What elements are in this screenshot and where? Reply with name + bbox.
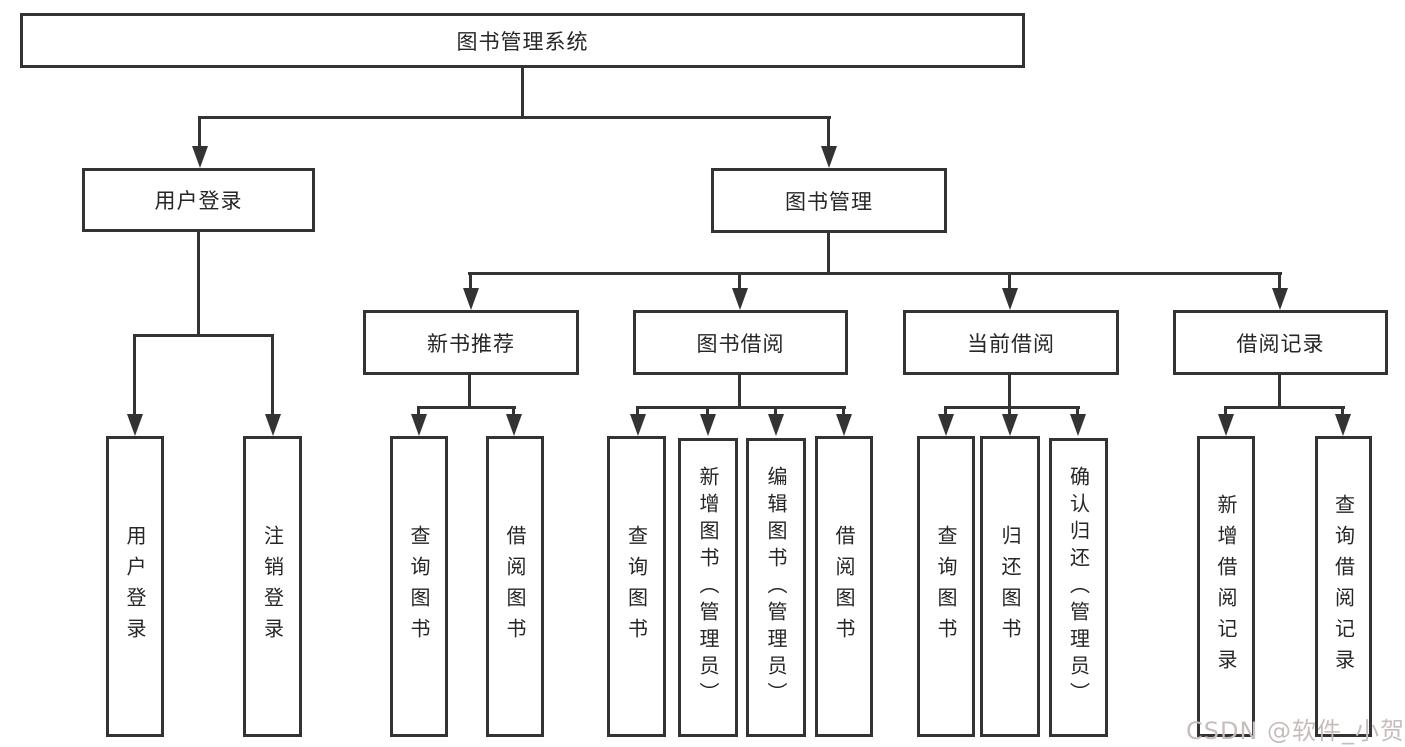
arrow-down-icon — [1272, 288, 1288, 310]
connector-line — [133, 334, 274, 337]
connector-line — [1224, 406, 1345, 409]
leaf-label: 确认归还（管理员） — [1066, 466, 1091, 709]
connector-line — [468, 374, 471, 409]
leaf-borrowing-query-books: 查询图书 — [607, 436, 666, 737]
connector-line — [469, 272, 472, 290]
node-book-borrowing: 图书借阅 — [633, 310, 848, 375]
connector-line — [1008, 272, 1011, 290]
connector-line — [512, 406, 515, 416]
connector-line — [827, 233, 830, 275]
connector-line — [417, 406, 516, 409]
leaf-label: 新增图书（管理员） — [696, 466, 720, 709]
node-new-book-recommendation: 新书推荐 — [363, 310, 579, 375]
leaf-label: 编辑图书（管理员） — [764, 466, 788, 709]
node-library-management-system: 图书管理系统 — [20, 13, 1025, 68]
connector-line — [827, 116, 830, 148]
leaf-label: 归还图书 — [998, 524, 1022, 649]
node-label: 新书推荐 — [427, 331, 515, 356]
leaf-records-query-borrow-record: 查询借阅记录 — [1315, 436, 1372, 737]
node-user-login: 用户登录 — [82, 168, 315, 232]
leaf-label: 用户登录 — [123, 524, 147, 649]
node-label: 借阅记录 — [1236, 331, 1325, 356]
connector-line — [468, 272, 1282, 275]
connector-line — [197, 232, 200, 336]
arrow-down-icon — [630, 414, 646, 436]
node-book-management: 图书管理 — [711, 168, 947, 233]
arrow-down-icon — [1002, 414, 1018, 436]
arrow-down-icon — [265, 414, 281, 436]
node-label: 图书管理 — [785, 189, 873, 214]
leaf-current-query-books: 查询图书 — [917, 436, 975, 737]
leaf-user-login: 用户登录 — [106, 436, 164, 737]
connector-line — [271, 334, 274, 416]
arrow-down-icon — [127, 414, 143, 436]
arrow-down-icon — [938, 414, 954, 436]
node-label: 图书管理系统 — [456, 29, 589, 54]
leaf-borrowing-edit-books-admin: 编辑图书（管理员） — [746, 438, 806, 737]
node-label: 用户登录 — [154, 189, 243, 213]
connector-line — [738, 272, 741, 290]
leaf-borrowing-borrow-books: 借阅图书 — [815, 436, 873, 737]
node-label: 图书借阅 — [696, 331, 785, 356]
arrow-down-icon — [1335, 414, 1351, 436]
arrow-down-icon — [732, 288, 748, 310]
connector-line — [636, 406, 846, 409]
connector-line — [706, 406, 709, 416]
leaf-current-confirm-return-admin: 确认归还（管理员） — [1049, 438, 1108, 737]
node-label: 当前借阅 — [967, 331, 1055, 356]
leaf-borrowing-add-books-admin: 新增图书（管理员） — [678, 438, 738, 737]
connector-line — [1341, 406, 1344, 416]
arrow-down-icon — [821, 146, 837, 168]
arrow-down-icon — [506, 414, 522, 436]
connector-line — [133, 334, 136, 416]
connector-line — [417, 406, 420, 416]
leaf-label: 借阅图书 — [503, 524, 527, 649]
connector-line — [944, 406, 947, 416]
arrow-down-icon — [700, 414, 716, 436]
connector-line — [521, 68, 524, 119]
arrow-down-icon — [463, 288, 479, 310]
connector-line — [1224, 406, 1227, 416]
connector-line — [1008, 374, 1011, 409]
node-current-borrowing: 当前借阅 — [903, 310, 1119, 375]
arrow-down-icon — [192, 146, 208, 168]
connector-line — [1076, 406, 1079, 416]
connector-line — [774, 406, 777, 416]
leaf-newbook-borrow-books: 借阅图书 — [486, 436, 544, 737]
leaf-label: 注销登录 — [260, 524, 285, 649]
leaf-current-return-books: 归还图书 — [980, 436, 1040, 737]
arrow-down-icon — [836, 414, 852, 436]
leaf-label: 查询图书 — [624, 524, 649, 649]
leaf-label: 查询图书 — [407, 524, 431, 649]
leaf-records-add-borrow-record: 新增借阅记录 — [1197, 436, 1255, 737]
arrow-down-icon — [768, 414, 784, 436]
connector-line — [738, 374, 741, 409]
connector-line — [842, 406, 845, 416]
connector-line — [1008, 406, 1011, 416]
arrow-down-icon — [1002, 288, 1018, 310]
csdn-watermark: CSDN @软件_小贺同学 — [1186, 717, 1405, 745]
connector-line — [944, 406, 1080, 409]
node-borrowing-records: 借阅记录 — [1173, 310, 1388, 375]
connector-line — [636, 406, 639, 416]
arrow-down-icon — [411, 414, 427, 436]
leaf-newbook-query-books: 查询图书 — [390, 436, 448, 737]
connector-line — [1278, 272, 1281, 290]
arrow-down-icon — [1218, 414, 1234, 436]
leaf-label: 查询借阅记录 — [1331, 493, 1356, 680]
leaf-label: 新增借阅记录 — [1214, 493, 1238, 680]
connector-line — [1278, 374, 1281, 409]
leaf-logout: 注销登录 — [243, 436, 302, 737]
connector-line — [198, 116, 831, 119]
leaf-label: 查询图书 — [934, 524, 958, 649]
connector-line — [198, 116, 201, 148]
leaf-label: 借阅图书 — [832, 524, 856, 649]
arrow-down-icon — [1070, 414, 1086, 436]
